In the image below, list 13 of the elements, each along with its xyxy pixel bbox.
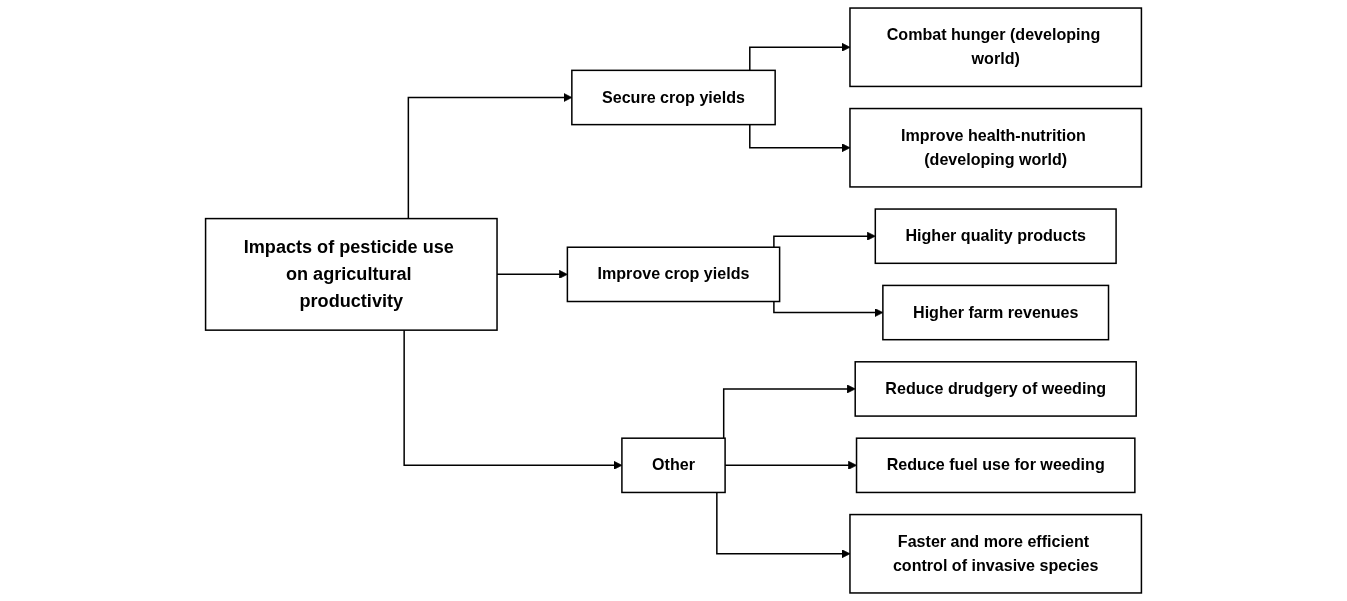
node-box: Improve crop yields: [566, 246, 781, 303]
node-box: Reduce drudgery of weeding: [854, 361, 1137, 417]
node-box: Other: [621, 437, 726, 494]
node-box: Reduce fuel use for weeding: [855, 437, 1136, 494]
node-box: Secure crop yields: [571, 69, 776, 126]
node-box: Higher farm revenues: [882, 284, 1110, 341]
arrow: [773, 231, 876, 248]
node-box: Impacts of pesticide use on agricultural productivity: [204, 217, 498, 331]
node-box: Improve health-nutrition (developing world): [849, 107, 1143, 188]
arrow: [722, 384, 856, 439]
node-box: Faster and more efficient control of invasive species: [849, 513, 1143, 594]
node-box: Higher quality products: [874, 208, 1117, 265]
node-box: Combat hunger (developing world): [849, 7, 1143, 88]
